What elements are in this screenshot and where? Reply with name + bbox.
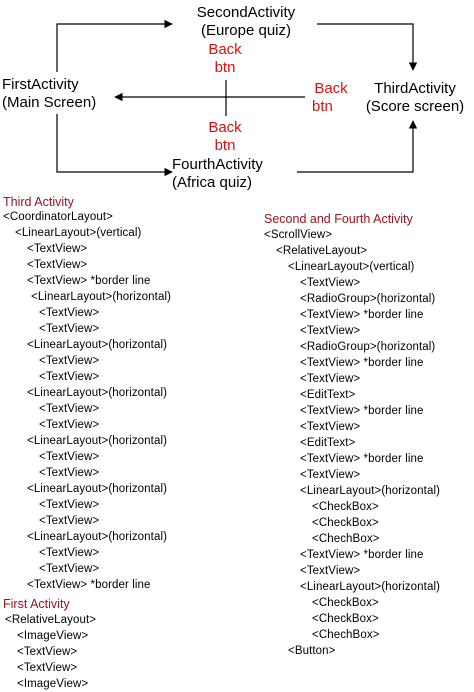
node-third-subtitle: (Score screen)	[365, 98, 465, 115]
second-fourth-line: <TextView>	[300, 325, 361, 337]
third-line: <TextView>	[39, 547, 100, 559]
third-line: <CoordinatorLayout>	[3, 211, 113, 223]
back-button-label-bottom: Back btn	[200, 119, 250, 155]
first-line: <TextView>	[17, 646, 78, 658]
third-line: <TextView>	[39, 419, 100, 431]
arrow-fourth-to-third	[297, 120, 418, 173]
third-line: <TextView> *border line	[27, 275, 151, 287]
node-first-title: FirstActivity	[2, 76, 79, 93]
second-fourth-line: <CheckBox>	[312, 613, 379, 625]
third-line: <TextView> *border line	[27, 579, 151, 591]
second-fourth-activity-title: Second and Fourth Activity	[264, 212, 413, 226]
second-fourth-line: <TextView>	[300, 469, 361, 481]
second-fourth-line: <RelativeLayout>	[276, 245, 368, 257]
first-line: <ImageView>	[17, 678, 89, 690]
third-line: <TextView>	[39, 371, 100, 383]
third-line: <LinearLayout>(horizontal)	[27, 387, 168, 399]
second-fourth-line: <LinearLayout>(horizontal)	[300, 485, 441, 497]
second-fourth-line: <RadioGroup>(horizontal)	[300, 293, 436, 305]
second-fourth-line: <EditText>	[300, 437, 356, 449]
third-line: <TextView>	[39, 451, 100, 463]
third-line: <TextView>	[39, 499, 100, 511]
node-second-activity: SecondActivity (Europe quiz)	[166, 4, 326, 40]
second-fourth-line: <TextView>	[300, 277, 361, 289]
third-line: <LinearLayout>(horizontal)	[27, 531, 168, 543]
node-first-subtitle: (Main Screen)	[2, 94, 97, 111]
third-line: <TextView>	[39, 307, 100, 319]
first-line: <RelativeLayout>	[5, 614, 97, 626]
second-fourth-line: <RadioGroup>(horizontal)	[300, 341, 436, 353]
back-label-right-line1: Back	[314, 80, 348, 97]
third-line: <LinearLayout>(horizontal)	[31, 291, 172, 303]
back-button-label-top: Back btn	[200, 41, 250, 77]
third-line: <TextView>	[39, 563, 100, 575]
node-first-activity: FirstActivity (Main Screen)	[2, 76, 114, 112]
back-button-label-right: Back btn	[308, 80, 354, 116]
third-line: <TextView>	[39, 323, 100, 335]
third-line: <TextView>	[27, 243, 88, 255]
third-line: <TextView>	[39, 403, 100, 415]
second-fourth-line: <LinearLayout>(vertical)	[288, 261, 415, 273]
back-label-bottom-line1: Back	[208, 119, 242, 136]
second-fourth-line: <ChechBox>	[312, 629, 380, 641]
first-activity-title: First Activity	[3, 597, 70, 611]
second-fourth-line: <ScrollView>	[264, 229, 333, 241]
third-line: <TextView>	[27, 259, 88, 271]
second-fourth-line: <TextView> *border line	[300, 309, 424, 321]
third-line: <LinearLayout>(horizontal)	[27, 435, 168, 447]
third-line: <LinearLayout>(horizontal)	[27, 339, 168, 351]
node-fourth-subtitle: (Africa quiz)	[172, 174, 253, 191]
first-line: <TextView>	[17, 662, 78, 674]
second-fourth-line: <TextView>	[300, 421, 361, 433]
first-line: <ImageView>	[17, 630, 89, 642]
third-activity-title: Third Activity	[3, 195, 74, 209]
second-fourth-line: <TextView> *border line	[300, 357, 424, 369]
back-label-right-line2: btn	[312, 98, 333, 115]
second-fourth-line: <TextView> *border line	[300, 405, 424, 417]
third-line: <LinearLayout>(horizontal)	[27, 483, 168, 495]
second-fourth-line: <TextView>	[300, 373, 361, 385]
second-fourth-line: <TextView> *border line	[300, 453, 424, 465]
back-label-top-line2: btn	[214, 59, 236, 76]
second-fourth-line: <TextView>	[300, 565, 361, 577]
third-line: <LinearLayout>(vertical)	[15, 227, 142, 239]
node-fourth-activity: FourthActivity (Africa quiz)	[172, 156, 302, 192]
third-line: <TextView>	[39, 467, 100, 479]
arrow-second-to-third	[317, 23, 418, 71]
second-fourth-line: <LinearLayout>(horizontal)	[300, 581, 441, 593]
node-third-activity: ThirdActivity (Score screen)	[358, 80, 472, 116]
second-fourth-line: <ChechBox>	[312, 533, 380, 545]
second-fourth-line: <TextView> *border line	[300, 549, 424, 561]
node-second-title: SecondActivity	[196, 4, 296, 21]
back-label-top-line1: Back	[208, 41, 242, 58]
navigation-flow-diagram	[56, 19, 418, 177]
node-second-subtitle: (Europe quiz)	[200, 22, 292, 39]
node-fourth-title: FourthActivity	[172, 156, 263, 173]
back-label-bottom-line2: btn	[214, 137, 236, 154]
arrow-first-to-second	[56, 19, 173, 72]
second-fourth-line: <EditText>	[300, 389, 356, 401]
second-fourth-line: <CheckBox>	[312, 597, 379, 609]
third-line: <TextView>	[39, 515, 100, 527]
second-fourth-line: <Button>	[288, 645, 336, 657]
node-third-title: ThirdActivity	[374, 80, 456, 97]
arrow-first-to-fourth	[56, 114, 173, 177]
second-fourth-line: <CheckBox>	[312, 517, 379, 529]
third-line: <TextView>	[39, 355, 100, 367]
second-fourth-line: <CheckBox>	[312, 501, 379, 513]
